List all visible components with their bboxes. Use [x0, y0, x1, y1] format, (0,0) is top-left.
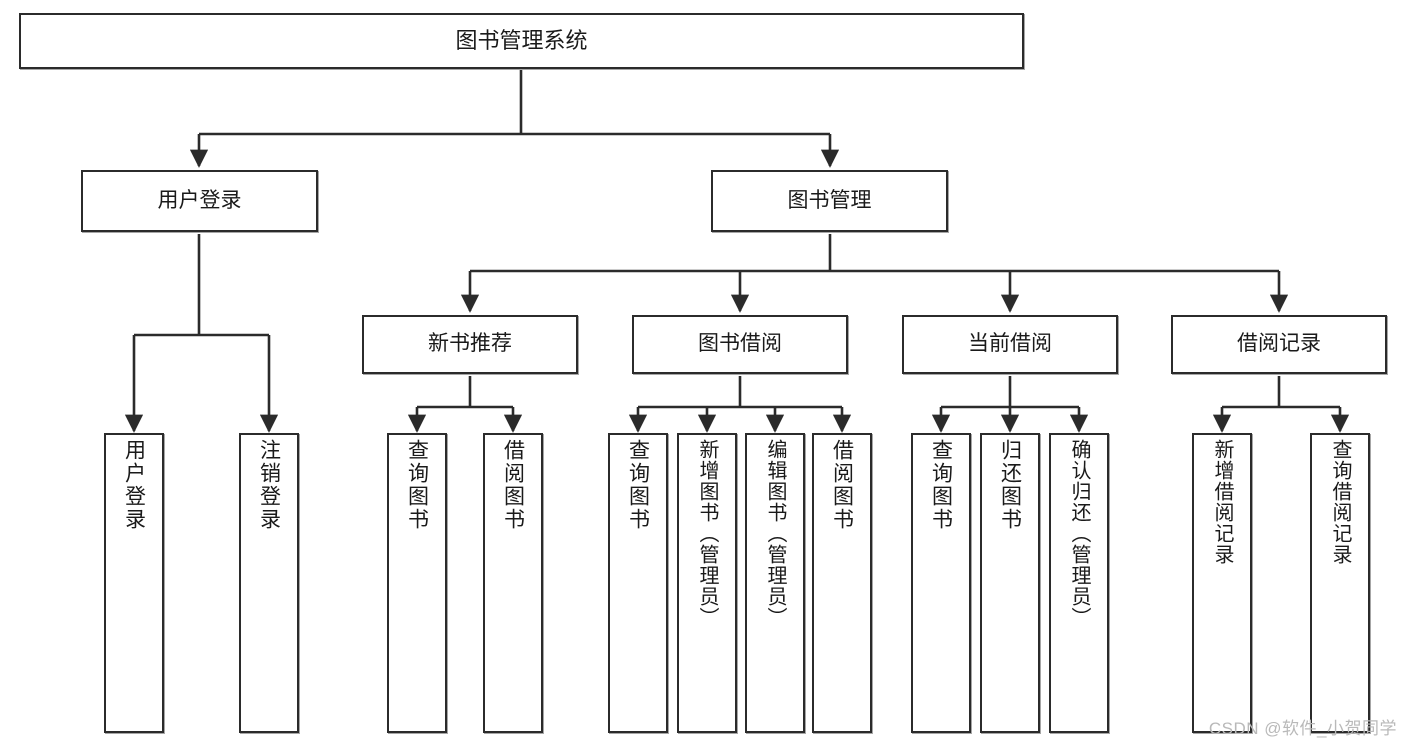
node-new-book-recommend[interactable]: 新书推荐 [362, 315, 578, 374]
leaf-current-query-book[interactable]: 查询图书 [911, 433, 971, 733]
leaf-borrow-query-book[interactable]: 查询图书 [608, 433, 668, 733]
leaf-current-return-book[interactable]: 归还图书 [980, 433, 1040, 733]
leaf-borrow-add-book-label: 新增图书（管理员） [696, 439, 718, 628]
node-root-label: 图书管理系统 [455, 28, 588, 54]
leaf-new-book-borrow[interactable]: 借阅图书 [483, 433, 543, 733]
leaf-record-add[interactable]: 新增借阅记录 [1192, 433, 1252, 733]
node-root[interactable]: 图书管理系统 [19, 13, 1024, 69]
leaf-new-book-query-label: 查询图书 [405, 439, 429, 531]
leaf-user-login-login[interactable]: 用户登录 [104, 433, 164, 733]
leaf-user-login-logout[interactable]: 注销登录 [239, 433, 299, 733]
leaf-user-login-logout-label: 注销登录 [257, 439, 281, 531]
leaf-current-confirm-return-label: 确认归还（管理员） [1068, 439, 1090, 628]
watermark-text: CSDN @软件_小贺同学 [1208, 719, 1397, 738]
leaf-borrow-query-book-label: 查询图书 [626, 439, 650, 531]
leaf-current-query-book-label: 查询图书 [929, 439, 953, 531]
node-book-management[interactable]: 图书管理 [711, 170, 948, 232]
leaf-borrow-edit-book-label: 编辑图书（管理员） [764, 439, 786, 628]
leaf-new-book-borrow-label: 借阅图书 [501, 439, 525, 531]
node-new-book-recommend-label: 新书推荐 [428, 332, 512, 356]
leaf-record-query-label: 查询借阅记录 [1329, 439, 1351, 565]
leaf-current-confirm-return[interactable]: 确认归还（管理员） [1049, 433, 1109, 733]
node-book-borrow-label: 图书借阅 [698, 332, 782, 356]
leaf-borrow-add-book[interactable]: 新增图书（管理员） [677, 433, 737, 733]
node-current-borrow[interactable]: 当前借阅 [902, 315, 1118, 374]
leaf-record-add-label: 新增借阅记录 [1211, 439, 1233, 565]
node-borrow-record-label: 借阅记录 [1237, 332, 1321, 356]
leaf-current-return-book-label: 归还图书 [998, 439, 1022, 531]
node-book-management-label: 图书管理 [787, 188, 872, 212]
node-user-login[interactable]: 用户登录 [81, 170, 318, 232]
node-borrow-record[interactable]: 借阅记录 [1171, 315, 1387, 374]
leaf-user-login-login-label: 用户登录 [122, 439, 146, 531]
leaf-borrow-borrow-book-label: 借阅图书 [830, 439, 854, 531]
node-user-login-label: 用户登录 [157, 188, 242, 212]
leaf-borrow-borrow-book[interactable]: 借阅图书 [812, 433, 872, 733]
leaf-borrow-edit-book[interactable]: 编辑图书（管理员） [745, 433, 805, 733]
node-current-borrow-label: 当前借阅 [968, 332, 1052, 356]
node-book-borrow[interactable]: 图书借阅 [632, 315, 848, 374]
leaf-record-query[interactable]: 查询借阅记录 [1310, 433, 1370, 733]
leaf-new-book-query[interactable]: 查询图书 [387, 433, 447, 733]
